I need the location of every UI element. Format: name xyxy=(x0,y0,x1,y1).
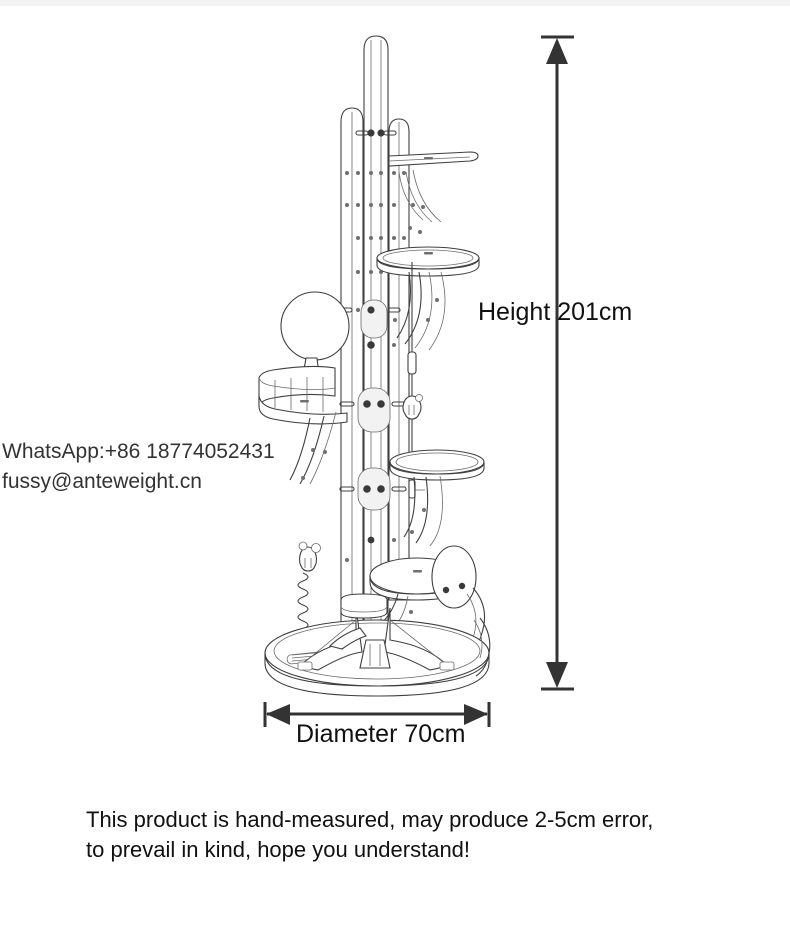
disclaimer-line-1: This product is hand-measured, may produ… xyxy=(86,807,654,832)
trunk-post-left xyxy=(340,107,364,641)
diameter-dimension-arrow xyxy=(263,702,491,727)
disclaimer-line-2: to prevail in kind, hope you understand! xyxy=(86,837,471,862)
height-dimension-label: Height 201cm xyxy=(478,298,633,326)
height-dimension-arrow xyxy=(541,35,574,691)
diameter-dimension-label: Diameter 70cm xyxy=(296,720,466,748)
trunk-post-right xyxy=(388,118,410,601)
top-shelf xyxy=(388,151,479,234)
base-legs xyxy=(297,593,455,671)
nest-bed xyxy=(258,365,348,485)
middle-platform xyxy=(389,449,485,547)
toy-ball xyxy=(280,291,350,381)
upper-platform xyxy=(376,246,480,351)
whatsapp-contact-text: WhatsApp:+86 18774052431 xyxy=(2,440,275,463)
email-contact-text: fussy@anteweight.cn xyxy=(2,470,202,493)
top-band xyxy=(0,0,790,6)
